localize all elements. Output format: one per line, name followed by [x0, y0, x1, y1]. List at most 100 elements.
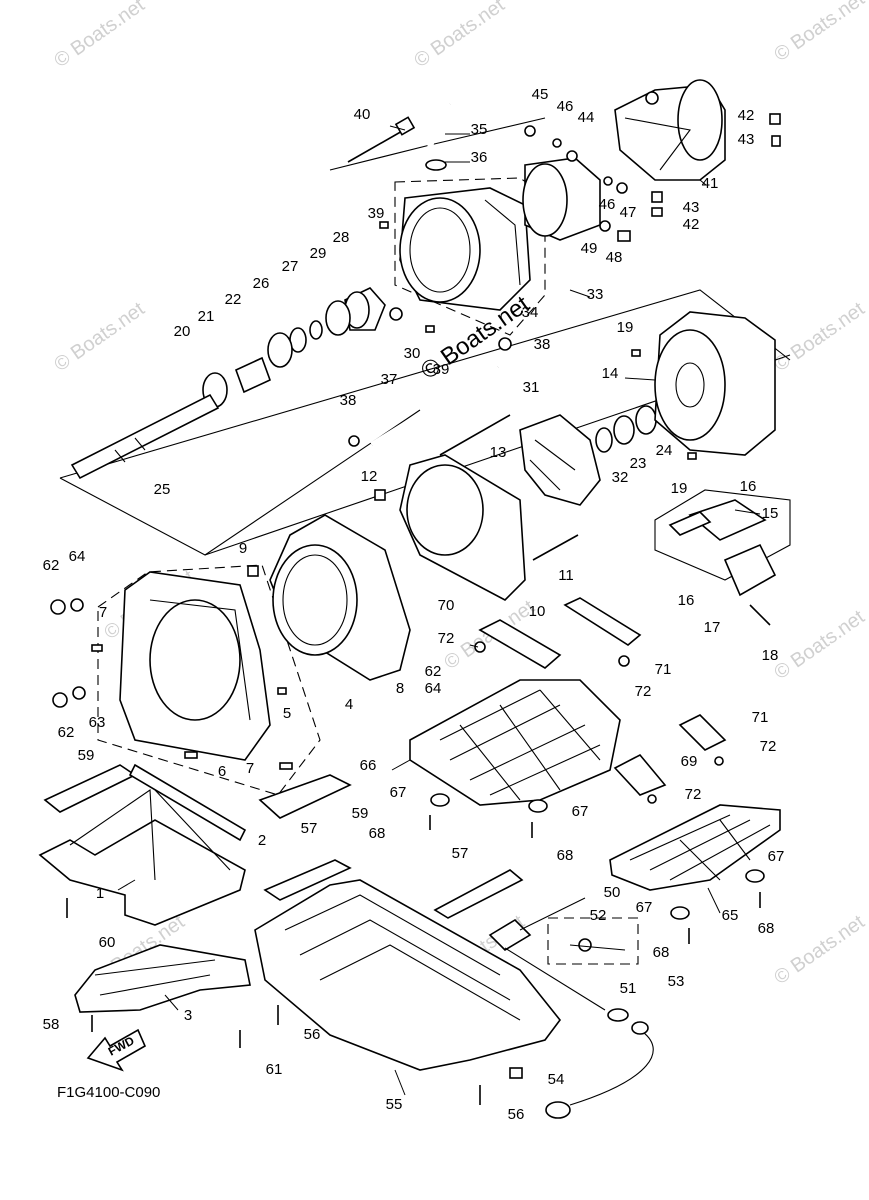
callout-label: 16: [740, 478, 757, 495]
callout-label: 21: [198, 308, 215, 325]
callout-label: 57: [452, 845, 469, 862]
callout-label: 16: [678, 592, 695, 609]
callout-label: 7: [246, 760, 254, 777]
callout-label: 32: [612, 469, 629, 486]
part-70-link: [478, 619, 562, 669]
part-1-frame: [38, 788, 246, 926]
callout-label: 53: [668, 973, 685, 990]
callout-label: 19: [617, 319, 634, 336]
callout-label: 59: [78, 747, 95, 764]
callout-label: 67: [768, 848, 785, 865]
leader-lines: [117, 125, 761, 1096]
callout-label: 60: [99, 934, 116, 951]
callout-label: 26: [253, 275, 270, 292]
callout-label: 24: [656, 442, 673, 459]
callout-label: 54: [548, 1071, 565, 1088]
callout-label: 67: [390, 784, 407, 801]
callout-label: 19: [671, 480, 688, 497]
part-6-pin: [184, 751, 198, 759]
callout-label: 51: [620, 980, 637, 997]
callout-label: 44: [578, 109, 595, 126]
watermark-text: © Boats.net: [770, 606, 869, 684]
part-36-clamp: [425, 159, 447, 171]
part-57-bracket: [433, 869, 524, 919]
callout-label: 39: [368, 205, 385, 222]
part-19-pin: [687, 452, 697, 460]
part-13-bolt: [439, 414, 511, 456]
callout-label: 10: [529, 603, 546, 620]
callout-label: 71: [752, 709, 769, 726]
callout-label: 34: [522, 304, 539, 321]
callout-label: 30: [404, 345, 421, 362]
small-hardware-top: [379, 113, 781, 333]
callout-label: 1: [96, 885, 104, 902]
callout-label: 13: [490, 444, 507, 461]
callout-label: 68: [653, 944, 670, 961]
part-41-reverse-bucket: [614, 79, 726, 181]
part-59-bracket: [43, 764, 137, 813]
part-28-cone: [344, 287, 386, 331]
part-55-ride-plate: [254, 879, 562, 1071]
callout-label: 9: [239, 540, 247, 557]
callout-label: 67: [636, 899, 653, 916]
part-14-pump-housing: [654, 311, 776, 456]
part-72-washer: [714, 756, 724, 766]
part-67-grommet: [430, 793, 450, 807]
part-32-collar: [595, 427, 613, 453]
part-67-grommet: [528, 799, 548, 813]
callout-label: 46: [599, 196, 616, 213]
part-72-washer: [474, 641, 486, 653]
part-11-bolt: [532, 534, 579, 561]
callout-label: 65: [722, 907, 739, 924]
part-5-pin: [277, 687, 287, 695]
callout-label: 64: [425, 680, 442, 697]
callout-label: 70: [438, 597, 455, 614]
part-4-intake-housing: [119, 571, 271, 761]
part-15-cover: [668, 499, 777, 626]
callout-label: 72: [438, 630, 455, 647]
callout-label: 23: [630, 455, 647, 472]
callout-label: 69: [681, 753, 698, 770]
callout-label: 7: [99, 604, 107, 621]
part-25-drive-shaft: [70, 393, 220, 480]
callout-label: 27: [282, 258, 299, 275]
callout-label: 62: [43, 557, 60, 574]
part-2-plate: [128, 763, 247, 842]
forward-arrow-icon: FWD: [86, 1028, 147, 1072]
part-33-nozzle-housing: [399, 187, 531, 311]
callout-label: 38: [340, 392, 357, 409]
diagram-code: F1G4100-C090: [57, 1084, 160, 1101]
callout-label: 29: [310, 245, 327, 262]
watermark-text: © Boats.net: [50, 298, 149, 376]
part-67-grommet: [745, 869, 765, 883]
callout-label: 25: [154, 481, 171, 498]
callout-label: 31: [523, 379, 540, 396]
callout-label: 2: [258, 832, 266, 849]
nozzle-group-box: [394, 177, 546, 336]
part-9-pin: [247, 565, 259, 577]
callout-label: 72: [635, 683, 652, 700]
part-67-grommet: [670, 906, 690, 920]
callout-label: 12: [361, 468, 378, 485]
callout-label: 22: [225, 291, 242, 308]
callout-label: 50: [604, 884, 621, 901]
callout-label: 41: [702, 175, 719, 192]
part-37-pipe: [370, 364, 500, 448]
callout-label: 18: [762, 647, 779, 664]
callout-label: 20: [174, 323, 191, 340]
part-3-ramp: [74, 944, 251, 1013]
callout-label: 55: [386, 1096, 403, 1113]
part-24-bearing: [635, 405, 657, 435]
part-71-link: [563, 597, 642, 646]
callout-label: 6: [218, 763, 226, 780]
part-69-link: [613, 753, 667, 796]
part-66-grate: [409, 679, 621, 806]
callout-label: 72: [760, 738, 777, 755]
callout-label: 68: [369, 825, 386, 842]
callout-label: 68: [557, 847, 574, 864]
watermark-text: © Boats.net: [410, 0, 509, 72]
callout-label: 64: [69, 548, 86, 565]
callout-label: 56: [304, 1026, 321, 1043]
callout-label: 37: [381, 371, 398, 388]
